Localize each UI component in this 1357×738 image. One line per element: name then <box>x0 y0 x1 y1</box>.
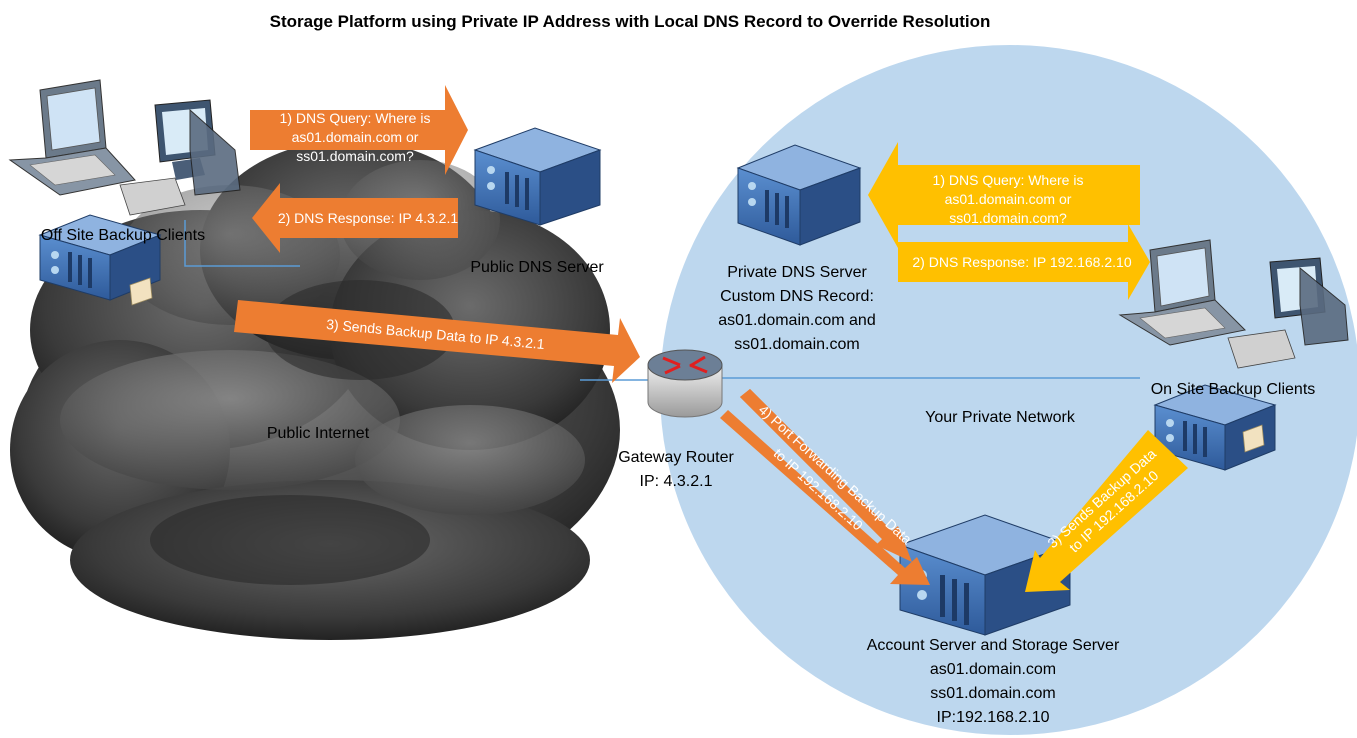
pub-query-line1: 1) DNS Query: Where is <box>280 110 431 126</box>
arrow-private-dns-response <box>898 224 1150 300</box>
arrow-send-backup-private <box>1025 430 1188 592</box>
priv-query-line1: 1) DNS Query: Where is <box>933 172 1084 188</box>
private-network-label: Your Private Network <box>925 409 1076 426</box>
priv-query-line3: ss01.domain.com? <box>949 210 1067 226</box>
onsite-clients-label: On Site Backup Clients <box>1151 381 1316 398</box>
public-internet-label: Public Internet <box>267 425 370 442</box>
account-server-line1: Account Server and Storage Server <box>867 637 1120 654</box>
onsite-server-icon <box>1153 384 1277 471</box>
desktop-icon <box>119 99 241 216</box>
priv-response-label: 2) DNS Response: IP 192.168.2.10 <box>912 254 1131 270</box>
onsite-desktop-icon <box>1227 257 1349 369</box>
pub-query-line3: ss01.domain.com? <box>296 148 414 164</box>
arrow-public-dns-query <box>250 85 468 175</box>
public-dns-label: Public DNS Server <box>470 259 604 276</box>
pub-response-label: 2) DNS Response: IP 4.3.2.1 <box>278 210 458 226</box>
arrow-port-forwarding <box>720 389 930 585</box>
laptop-icon <box>8 79 136 196</box>
pub-query-line2: as01.domain.com or <box>292 129 419 145</box>
account-server-line3: ss01.domain.com <box>930 685 1055 702</box>
network-lines <box>184 220 1140 381</box>
public-dns-server-icon <box>473 127 602 226</box>
priv-query-line2: as01.domain.com or <box>945 191 1072 207</box>
offsite-server-icon <box>38 214 162 306</box>
private-dns-line3: as01.domain.com and <box>718 312 875 329</box>
private-dns-server-icon <box>736 144 862 246</box>
gateway-name-label: Gateway Router <box>618 449 734 466</box>
arrow-public-dns-response <box>252 183 458 253</box>
diagram-title: Storage Platform using Private IP Addres… <box>270 12 991 31</box>
private-dns-line1: Private DNS Server <box>727 264 867 281</box>
gateway-ip-label: IP: 4.3.2.1 <box>640 473 713 490</box>
account-server-line4: IP:192.168.2.10 <box>937 709 1050 726</box>
arrow-private-dns-query <box>868 142 1140 248</box>
account-server-line2: as01.domain.com <box>930 661 1056 678</box>
public-internet-cloud <box>10 140 620 640</box>
private-dns-line4: ss01.domain.com <box>734 336 859 353</box>
private-dns-line2: Custom DNS Record: <box>720 288 874 305</box>
offsite-clients-label: Off Site Backup Clients <box>41 227 205 244</box>
onsite-laptop-icon <box>1118 239 1247 346</box>
gateway-router-icon <box>647 349 723 418</box>
arrow-send-backup-public <box>234 300 640 383</box>
